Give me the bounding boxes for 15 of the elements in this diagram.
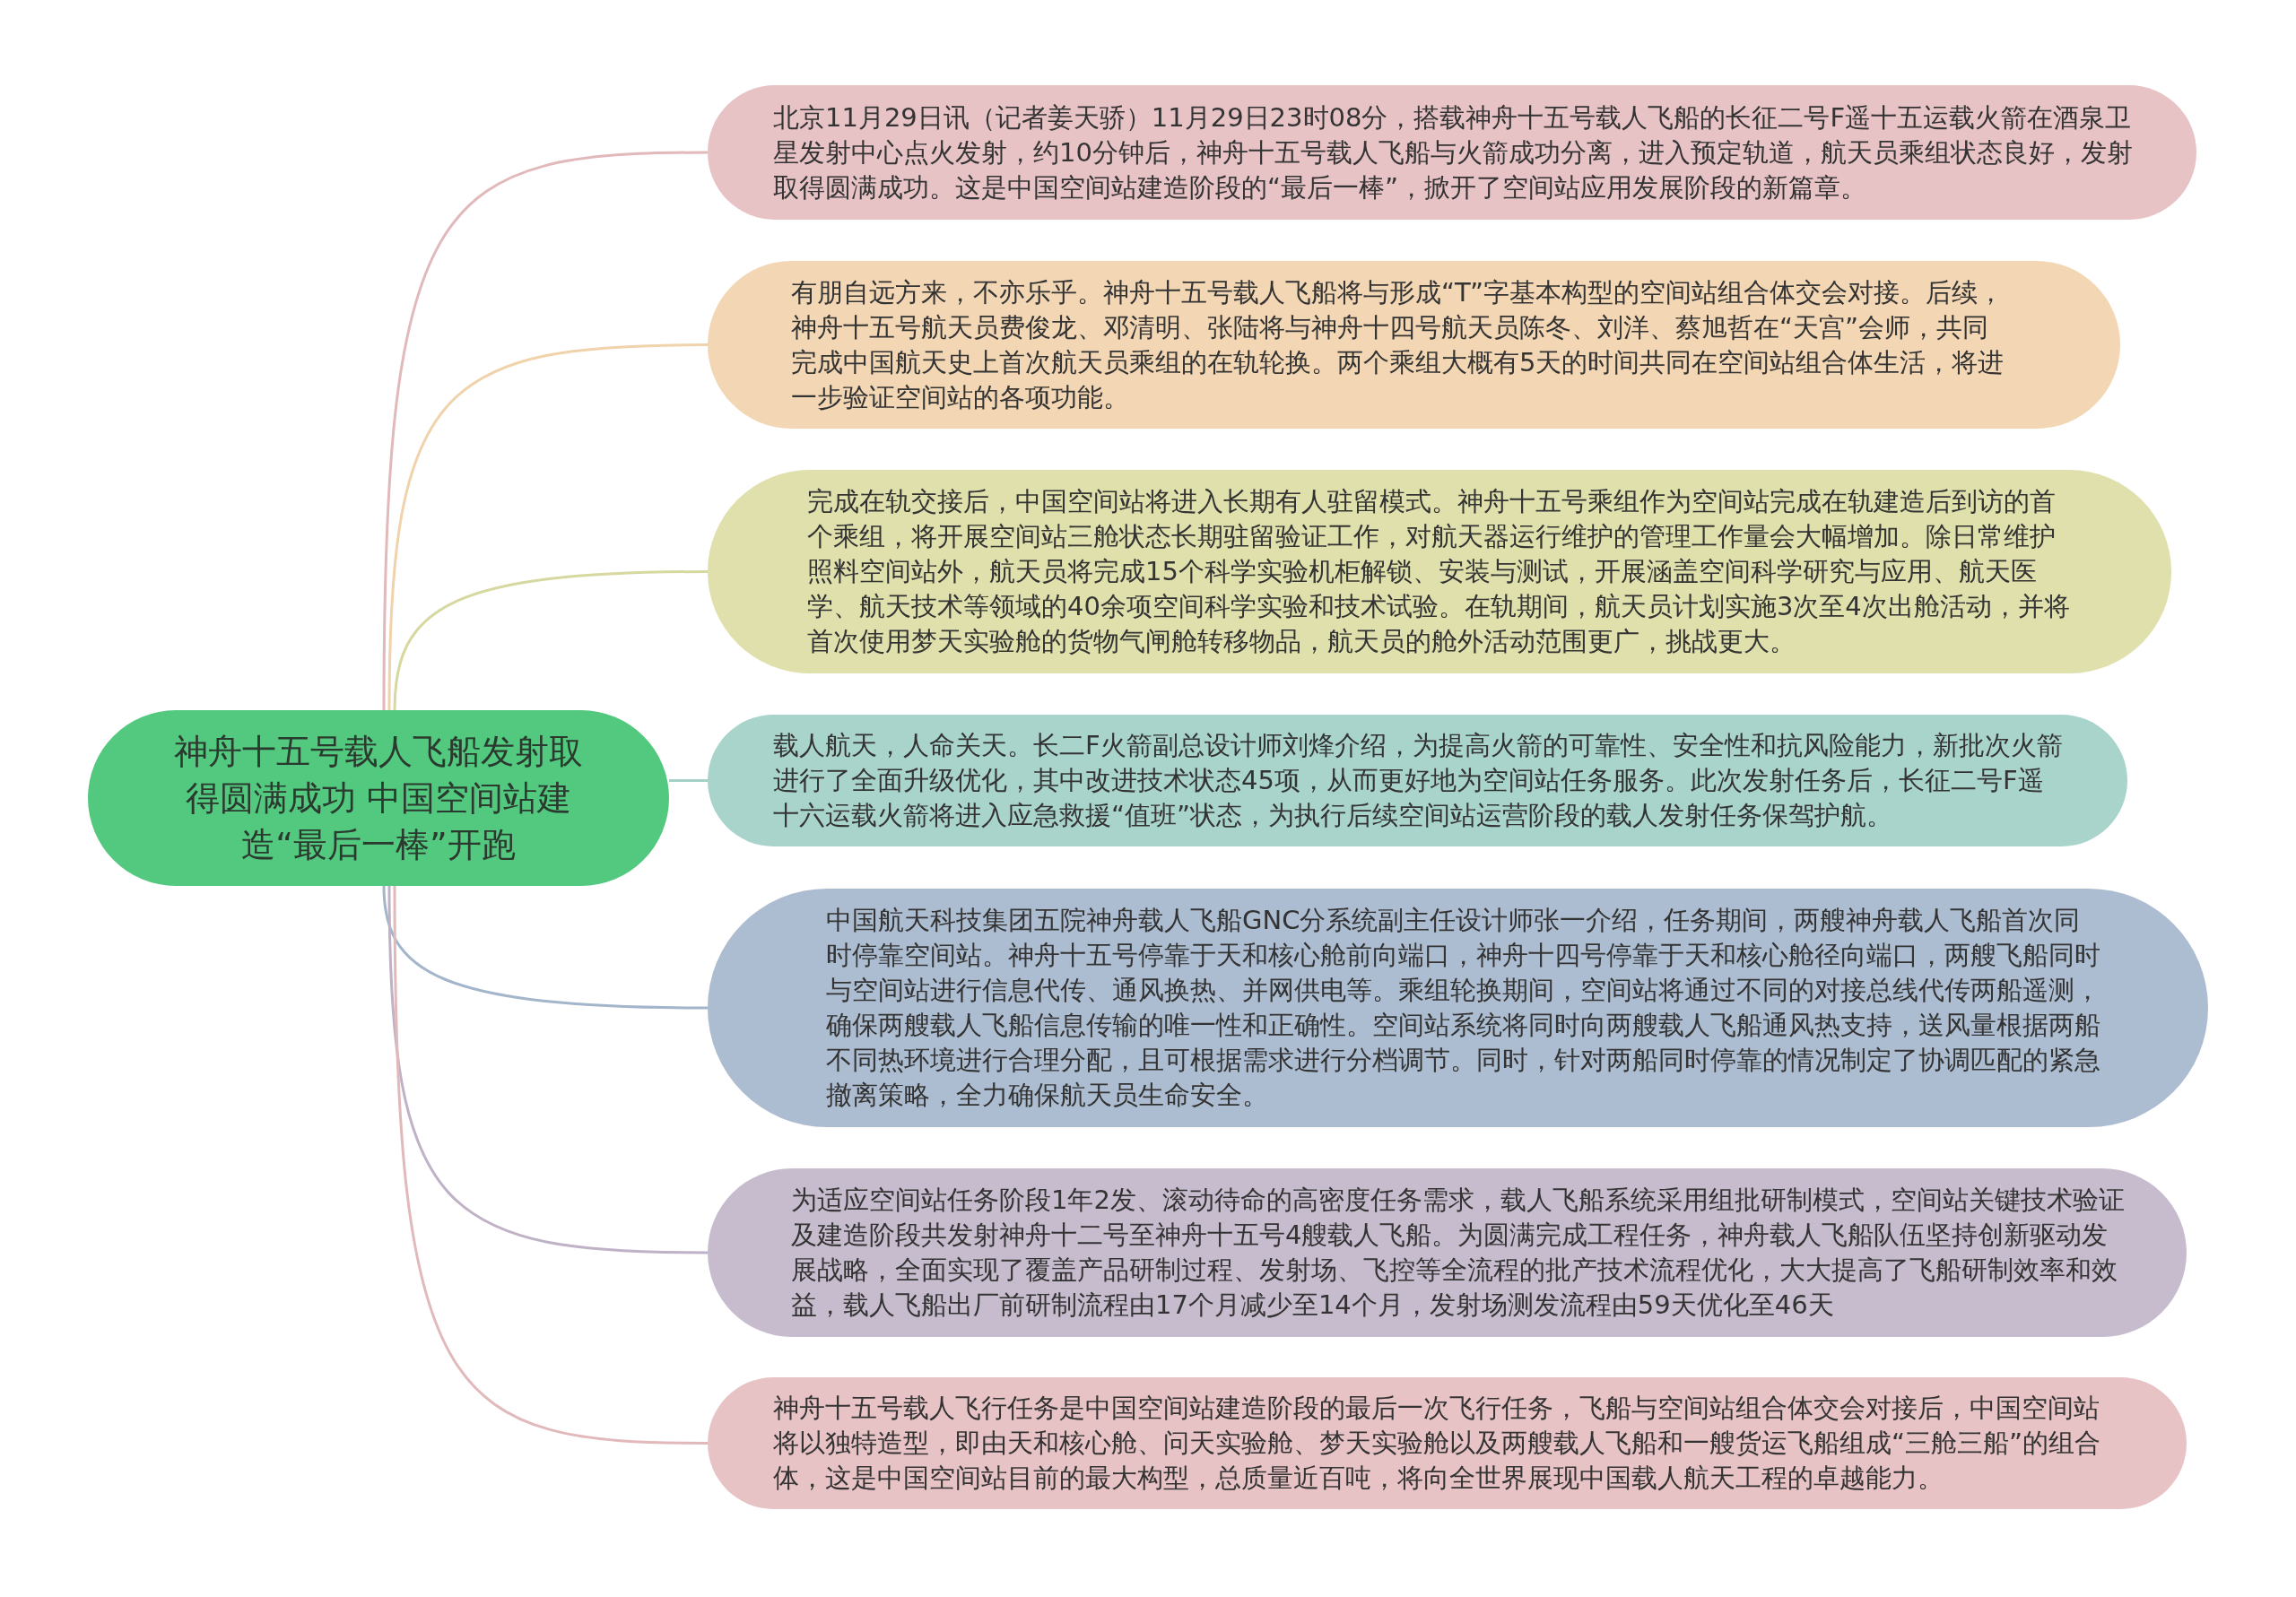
connector-line: [669, 779, 708, 782]
paragraph-text: 载人航天，人命关天。长二F火箭副总设计师刘烽介绍，为提高火箭的可靠性、安全性和抗风险能力，新批次火箭进行了全面升级优化，其中改进技术状态45项，从而更好地为空间站任务服务。此次发射任务后，长征二号F遥十六运载火箭将进入应急救援“值班”状态，为执行后续空间站运营阶段的载人发射任务保驾护航。: [773, 729, 2064, 832]
paragraph-text: 为适应空间站任务阶段1年2发、滚动待命的高密度任务需求，载人飞船系统采用组批研制模式，空间站关键技术验证及建造阶段共发射神舟十二号至神舟十五号4艘载人飞船。为圆满完成工程任务，神舟载人飞船队伍坚持创新驱动发展战略，全面实现了覆盖产品研制过程、发射场、飞控等全流程的批产技术流程优化，大大提高了飞船研制效率和效益，载人飞船出厂前研制流程由17个月减少至14个月，发射场测发流程由59天优化至46天: [791, 1184, 2126, 1322]
topic-title: 神舟十五号载人飞船发射取得圆满成功 中国空间站建造“最后一棒”开跑: [173, 731, 584, 866]
paragraph-text: 完成在轨交接后，中国空间站将进入长期有人驻留模式。神舟十五号乘组作为空间站完成在轨建造后到访的首个乘组，将开展空间站三舱状态长期驻留验证工作，对航天器运行维护的管理工作量会大幅增加。除日常维护照料空间站外，航天员将完成15个科学实验机柜解锁、安装与测试，开展涵盖空间科学研究与应用、航天医学、航天技术等领域的40余项空间科学实验和技术试验。在轨期间，航天员计划实施3次至4次出舱活动，并将首次使用梦天实验舱的货物气闸舱转移物品，航天员的舱外活动范围更广，挑战更大。: [807, 485, 2071, 658]
paragraph-text: 有朋自远方来，不亦乐乎。神舟十五号载人飞船将与形成“T”字基本构型的空间站组合体交会对接。后续，神舟十五号航天员费俊龙、邓清明、张陆将与神舟十四号航天员陈冬、刘洋、蔡旭哲在“天宫”会师，共同完成中国航天史上首次航天员乘组的在轨轮换。两个乘组大概有5天的时间共同在空间站组合体生活，将进一步验证空间站的各项功能。: [791, 275, 2005, 414]
connector-line: [393, 570, 708, 711]
paragraph-text: 神舟十五号载人飞行任务是中国空间站建造阶段的最后一次飞行任务，飞船与空间站组合体交会对接后，中国空间站将以独特造型，即由天和核心舱、问天实验舱、梦天实验舱以及两艘载人飞船和一艘货运飞船组成“三舱三船”的组合体，这是中国空间站目前的最大构型，总质量近百吨，将向全世界展现中国载人航天工程的卓越能力。: [773, 1392, 2102, 1495]
connector-line: [387, 343, 709, 711]
paragraph-text: 中国航天科技集团五院神舟载人飞船GNC分系统副主任设计师张一介绍，任务期间，两艘神舟载人飞船首次同时停靠空间站。神舟十五号停靠于天和核心舱前向端口，神舟十四号停靠于天和核心舱径向端口，两艘飞船同时与空间站进行信息代传、通风换热、并网供电等。乘组轮换期间，空间站将通过不同的对接总线代传两船遥测，确保两艘载人飞船信息传输的唯一性和正确性。空间站系统将同时向两艘载人飞船通风热支持，送风量根据两船不同热环境进行合理分配，且可根据需求进行分档调节。同时，针对两船同时停靠的情况制定了协调匹配的紧急撤离策略，全力确保航天员生命安全。: [826, 904, 2101, 1112]
connector-line: [387, 885, 709, 1254]
connector-line: [382, 885, 708, 1010]
connector-line: [393, 886, 709, 1445]
connector-line: [382, 151, 709, 710]
paragraph-text: 北京11月29日讯（记者姜天骄）11月29日23时08分，搭载神舟十五号载人飞船的长征二号F遥十五运载火箭在酒泉卫星发射中心点火发射，约10分钟后，神舟十五号载人飞船与火箭成功分离，进入预定轨道，航天员乘组状态良好，发射取得圆满成功。这是中国空间站建造阶段的“最后一棒”，掀开了空间站应用发展阶段的新篇章。: [773, 100, 2134, 204]
